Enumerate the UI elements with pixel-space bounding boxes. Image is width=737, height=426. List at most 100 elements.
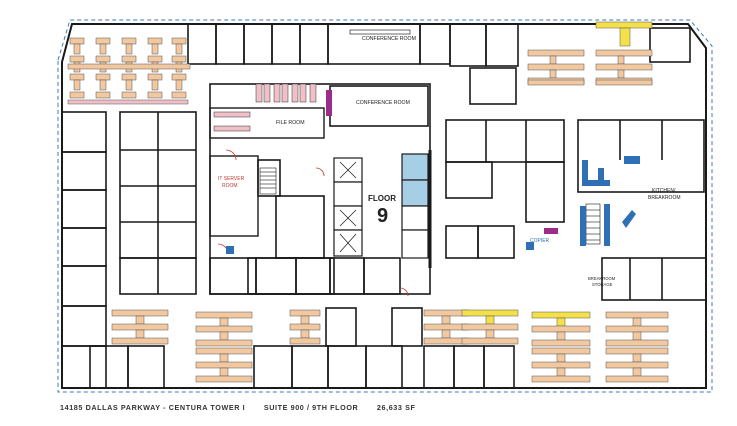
footer-address: 14185 DALLAS PARKWAY - CENTURA TOWER I <box>60 403 246 412</box>
desk <box>556 331 566 341</box>
bottom-offices <box>89 257 515 389</box>
kitchen-counters <box>580 156 640 246</box>
desk <box>111 309 169 317</box>
conference-table-top <box>349 29 411 35</box>
desk <box>632 367 642 377</box>
workstation-clusters <box>67 21 669 383</box>
desk <box>531 339 591 347</box>
desk <box>95 37 111 45</box>
file-room-label: FILE ROOM <box>276 120 305 126</box>
desk <box>69 91 85 99</box>
desk <box>195 347 253 355</box>
desk <box>300 315 310 325</box>
kitchen-label-1: KITCHEN/ <box>652 188 676 194</box>
desk <box>99 43 107 55</box>
desk-highlight <box>595 21 653 29</box>
desk <box>151 43 159 55</box>
kitchen-label-2: BREAKROOM <box>648 195 681 201</box>
desk <box>289 309 321 317</box>
desk <box>423 323 469 331</box>
desk <box>99 79 107 91</box>
footer: 14185 DALLAS PARKWAY - CENTURA TOWER I S… <box>60 403 432 412</box>
desk <box>171 55 187 63</box>
desk <box>300 329 310 339</box>
desk <box>69 37 85 45</box>
desk <box>605 325 669 333</box>
floor-word: FLOOR <box>368 194 396 203</box>
desk <box>531 311 591 319</box>
desk <box>423 337 469 345</box>
desk <box>111 323 169 331</box>
purple-accent-wall <box>326 90 332 116</box>
conference-room-top-label: CONFERENCE ROOM <box>362 36 416 42</box>
stairwell-left <box>259 167 277 195</box>
desk <box>195 375 253 383</box>
it-server-label-2: ROOM <box>222 183 238 189</box>
desk <box>485 315 495 325</box>
desk <box>605 361 669 369</box>
desk <box>121 37 137 45</box>
desk <box>219 367 229 377</box>
desk <box>605 311 669 319</box>
desk <box>175 79 183 91</box>
desk <box>441 315 451 325</box>
top-offices <box>187 23 691 105</box>
desk <box>135 329 145 339</box>
desk <box>151 79 159 91</box>
desk <box>171 37 187 45</box>
right-mid-offices <box>445 119 707 301</box>
desk <box>219 317 229 327</box>
desk <box>549 69 557 79</box>
desk <box>195 361 253 369</box>
desk <box>595 63 653 71</box>
desk <box>556 353 566 363</box>
desk <box>531 361 591 369</box>
desk <box>527 49 585 57</box>
desk <box>195 311 253 319</box>
desk <box>617 55 625 65</box>
footer-area: 26,633 SF <box>376 403 416 412</box>
conference-room-mid-label: CONFERENCE ROOM <box>356 100 410 106</box>
desk <box>531 375 591 383</box>
desk <box>147 55 163 63</box>
desk <box>95 73 111 81</box>
desk <box>527 63 585 71</box>
desk <box>147 37 163 45</box>
desk <box>617 69 625 79</box>
desk <box>147 91 163 99</box>
file-cabinet-row <box>67 99 189 105</box>
file-room <box>209 83 325 139</box>
desk <box>121 55 137 63</box>
desk <box>605 375 669 383</box>
desk <box>632 353 642 363</box>
copier-label: COPIER <box>530 238 550 244</box>
desk <box>461 323 519 331</box>
desk-highlight <box>619 27 631 47</box>
it-server-label-1: IT SERVER <box>218 176 245 182</box>
desk-spine <box>67 63 191 70</box>
desk <box>95 55 111 63</box>
desk <box>632 331 642 341</box>
desk <box>595 49 653 57</box>
it-server-room <box>209 155 259 237</box>
desk <box>195 325 253 333</box>
desk <box>605 339 669 347</box>
elevator-bank-right <box>401 153 429 259</box>
copier-purple <box>544 228 558 234</box>
desk <box>125 43 133 55</box>
footer-suite: SUITE 900 / 9TH FLOOR <box>263 403 359 412</box>
desk <box>605 347 669 355</box>
desk <box>556 317 566 327</box>
desk <box>135 315 145 325</box>
desk <box>73 43 81 55</box>
desk <box>69 55 85 63</box>
elevator-bank-left <box>333 157 363 257</box>
blue-fixtures <box>226 242 534 254</box>
desk <box>289 323 321 331</box>
desk <box>69 73 85 81</box>
desk <box>527 79 585 86</box>
desk <box>171 73 187 81</box>
desk <box>175 43 183 55</box>
floor-number: 9 <box>377 205 388 227</box>
